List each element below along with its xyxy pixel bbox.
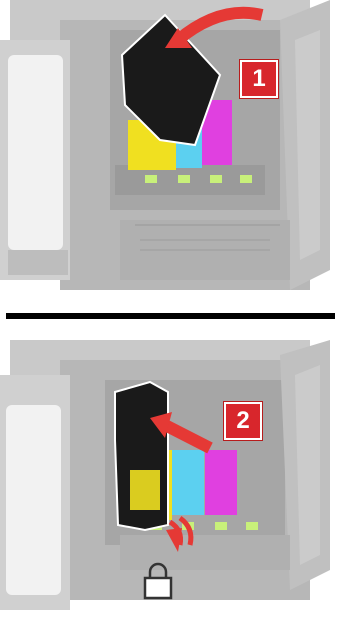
step-2-panel: 2 [0,330,340,630]
printer-illustration-step-1 [0,0,340,300]
indicator-light [178,175,190,183]
paper-tray [8,55,63,250]
step-number-badge: 1 [240,60,278,98]
step-divider [6,313,335,319]
indicator-light [210,175,222,183]
indicator-light [145,175,157,183]
indicator-light [240,175,252,183]
step-1-panel: 1 [0,0,340,300]
step-number-badge: 2 [224,402,262,440]
lock-icon [142,562,174,602]
